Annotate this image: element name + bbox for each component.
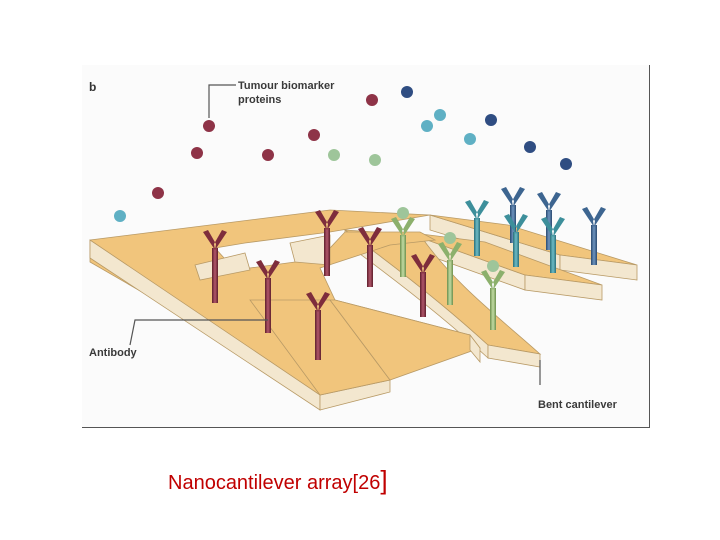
antibody — [391, 207, 415, 277]
protein-dot — [328, 149, 340, 161]
protein-dot — [366, 94, 378, 106]
antibody — [315, 210, 339, 276]
protein-dot — [524, 141, 536, 153]
protein-dot — [369, 154, 381, 166]
protein-dot — [262, 149, 274, 161]
antibody-group-green — [391, 207, 505, 330]
bound-protein — [397, 207, 409, 219]
free-proteins — [114, 86, 572, 222]
antibody — [438, 232, 462, 305]
protein-dot — [485, 114, 497, 126]
antibody — [465, 200, 489, 256]
antibody — [541, 217, 565, 273]
antibody — [256, 260, 280, 333]
panel-label: b — [89, 80, 96, 94]
protein-dot — [308, 129, 320, 141]
antibody-label: Antibody — [89, 347, 138, 359]
bent-cantilever-label: Bent cantilever — [538, 399, 618, 411]
protein-dot — [560, 158, 572, 170]
caption-text: Nanocantilever array[26 — [168, 472, 381, 494]
protein-dot — [203, 120, 215, 132]
antibody — [306, 292, 330, 360]
protein-dot — [152, 187, 164, 199]
antibody — [358, 227, 382, 287]
caption-bracket: ] — [380, 465, 388, 495]
label-antibody: Antibody — [89, 319, 268, 359]
antibody — [481, 260, 505, 330]
antibody-group-blue — [465, 187, 606, 273]
label-tumour-biomarker: Tumour biomarker proteins — [208, 80, 335, 118]
label-bent-cantilever: Bent cantilever — [538, 360, 618, 411]
tumour-label-line2: proteins — [238, 94, 281, 106]
antibody — [504, 214, 528, 267]
protein-dot — [434, 109, 446, 121]
antibody-group-maroon — [203, 210, 435, 360]
bound-protein — [487, 260, 499, 272]
antibody — [203, 230, 227, 303]
bound-protein — [444, 232, 456, 244]
figure-caption: Nanocantilever array[26] — [168, 467, 388, 495]
antibody — [582, 207, 606, 265]
protein-dot — [191, 147, 203, 159]
protein-dot — [464, 133, 476, 145]
protein-dot — [421, 120, 433, 132]
antibody — [411, 254, 435, 317]
protein-dot — [401, 86, 413, 98]
protein-dot — [114, 210, 126, 222]
tumour-label-line1: Tumour biomarker — [238, 80, 335, 92]
